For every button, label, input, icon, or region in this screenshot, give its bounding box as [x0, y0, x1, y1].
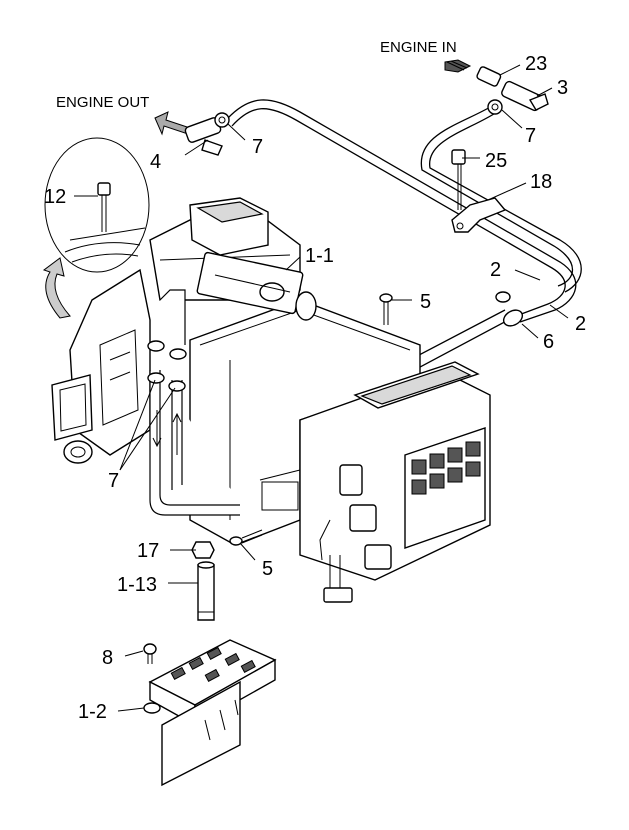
pipe-clamps-7 [147, 340, 187, 392]
screw-5-bottom [229, 529, 263, 546]
hose-clamp-6 [495, 291, 524, 327]
clamp-7-out [214, 112, 230, 128]
heater-core-1-1 [196, 251, 317, 321]
engine-in-arrow [444, 59, 472, 73]
engine-in-caption: ENGINE IN [380, 39, 457, 56]
tube-1-13 [197, 561, 215, 621]
callout-6: 6 [543, 331, 554, 353]
callout-5-upper: 5 [420, 291, 431, 313]
callout-1-13: 1-13 [117, 574, 157, 596]
bolt-25 [451, 149, 466, 210]
engine-out-caption: ENGINE OUT [56, 94, 149, 111]
coolant-pipes [149, 289, 240, 516]
callout-1-1: 1-1 [305, 245, 334, 267]
clamp-7-in [487, 99, 503, 115]
detail-inset [44, 137, 150, 273]
callout-18: 18 [530, 171, 552, 193]
screw-5-top [379, 293, 393, 325]
valve-3 [501, 80, 549, 112]
callout-2-upper: 2 [490, 259, 501, 281]
callout-5-lower: 5 [262, 558, 273, 580]
callout-12: 12 [44, 186, 66, 208]
callout-23: 23 [525, 53, 547, 75]
fitting-23 [476, 66, 502, 87]
control-box-vents [411, 441, 481, 495]
callout-4: 4 [150, 151, 161, 173]
callout-8: 8 [102, 647, 113, 669]
control-box [299, 361, 491, 581]
callout-7-pipes: 7 [108, 470, 119, 492]
valve-4 [184, 117, 223, 156]
screw-8 [143, 643, 157, 664]
callout-7-engine-out: 7 [252, 136, 263, 158]
wire-connector [323, 555, 353, 603]
callout-3: 3 [557, 77, 568, 99]
callout-25: 25 [485, 150, 507, 172]
control-panel-1-2 [143, 639, 277, 787]
callout-7-engine-in: 7 [525, 125, 536, 147]
blower-housing [51, 268, 151, 464]
leader-lines [74, 64, 569, 712]
callout-17: 17 [137, 540, 159, 562]
coolant-hose-pair [227, 99, 582, 323]
callout-2-lower: 2 [575, 313, 586, 335]
bracket-18 [451, 197, 507, 233]
callout-1-2: 1-2 [78, 701, 107, 723]
detail-pointer-arrow [42, 257, 71, 319]
